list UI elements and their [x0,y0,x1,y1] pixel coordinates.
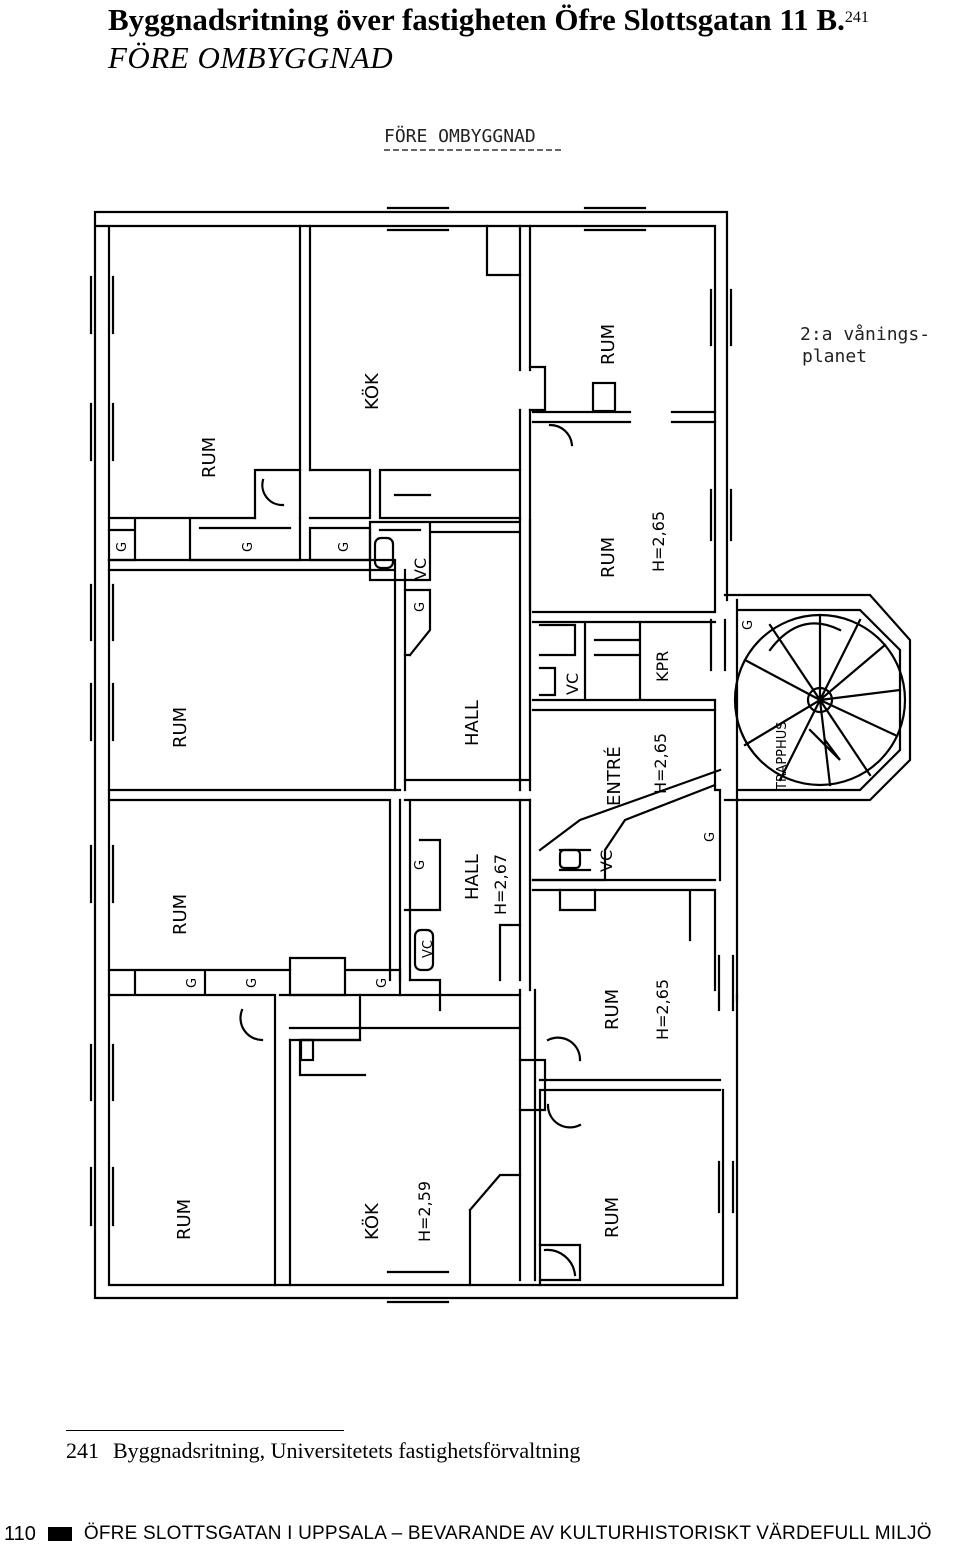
label-g: G [413,860,428,870]
label-g: G [337,542,352,552]
label-rum-bottom-left: RUM [174,1199,195,1240]
label-rum-lower-left: RUM [170,894,191,935]
label-vc-small: VC [421,940,436,958]
label-g: G [115,542,130,552]
label-hall-lower: HALL [462,854,483,900]
floor-note-line1: 2:a vånings- [800,324,930,345]
footer-square-marker [47,1527,72,1541]
caption-text: Byggnadsritning, Universitetets fastighe… [113,1438,581,1463]
label-g: G [185,978,200,988]
label-g: G [413,602,428,612]
label-g: G [245,978,260,988]
label-rum-top-left: RUM [199,437,220,478]
label-vc-mid: VC [563,673,582,695]
plan-walls [89,206,912,1304]
page-number: 110 [4,1523,36,1545]
label-kok-bottom: KÖK [361,1202,383,1240]
label-kok-top: KÖK [361,372,383,410]
label-height-entre: H=2,65 [651,733,670,794]
label-g: G [241,542,256,552]
caption-rule [66,1430,344,1431]
label-vc-lower: VC [597,850,616,872]
floor-plan-drawing: FÖRE OMBYGGNAD 2:a vånings- planet KÖK R… [89,125,930,1304]
label-height-right-2: H=2,65 [649,511,668,572]
label-g: G [375,978,390,988]
floor-note-line2: planet [802,346,867,367]
label-rum-top-right: RUM [598,324,619,365]
label-g: G [703,832,718,842]
label-hall-mid: HALL [462,700,483,746]
footnote-reference: 241 [844,9,869,26]
label-entre: ENTRÉ [603,746,625,806]
label-height-rum-lower: H=2,65 [653,979,672,1040]
label-trapphus: TRAPPHUS [775,721,790,791]
label-rum-right-2: RUM [598,537,619,578]
running-title: ÖFRE SLOTTSGATAN I UPPSALA – BEVARANDE A… [83,1523,932,1544]
label-vc-top: VC [411,558,430,580]
label-rum-mid-left: RUM [170,707,191,748]
page-subtitle: FÖRE OMBYGGNAD [108,40,394,75]
label-height-kok: H=2,59 [415,1181,434,1242]
label-height-hall: H=2,67 [491,854,510,915]
title-text: Byggnadsritning över fastigheten Öfre Sl… [108,2,845,37]
label-rum-bottom-right: RUM [602,1197,623,1238]
figure-caption: 241 Byggnadsritning, Universitetets fasti… [66,1437,580,1465]
label-rum-right-lower: RUM [602,989,623,1030]
drawing-stamp-title: FÖRE OMBYGGNAD [384,125,536,147]
page-footer: 110 ÖFRE SLOTTSGATAN I UPPSALA – BEVARAN… [4,1521,932,1547]
caption-number: 241 [66,1438,99,1463]
label-g: G [741,620,756,630]
page-title: Byggnadsritning över fastigheten Öfre Sl… [108,2,869,38]
label-kpr: KPR [653,651,672,682]
